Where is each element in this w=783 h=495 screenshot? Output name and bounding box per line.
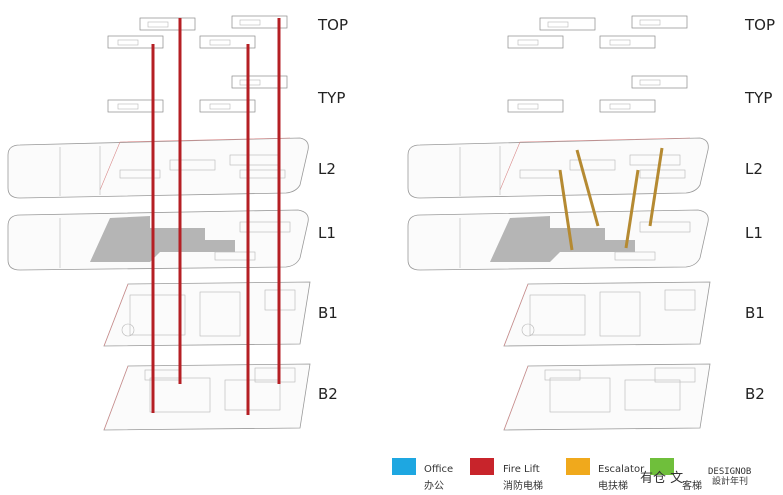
watermark: 有仓 文 DESIGNOB 設計年刊 (640, 464, 771, 487)
left-l1-plate (7, 209, 309, 271)
watermark-sub: 設計年刊 (712, 475, 748, 487)
floor-label-b1-right: B1 (745, 304, 765, 322)
legend-label-fire-lift-zh: 消防电梯 (503, 479, 543, 492)
floor-label-l2-right: L2 (745, 160, 763, 178)
floor-label-typ-left: TYP (317, 89, 345, 107)
legend-swatch-fire-lift (470, 458, 494, 475)
floor-label-b2-left: B2 (318, 385, 338, 403)
floor-label-l2-left: L2 (318, 160, 336, 178)
legend-item-escalator: Escalator 电扶梯 (566, 458, 645, 492)
left-typ-plates (107, 75, 288, 113)
escalator-3 (624, 169, 640, 249)
right-b1-plate (503, 281, 711, 347)
legend-item-office: Office 办公 (392, 458, 453, 492)
left-top-plates (107, 15, 288, 49)
legend-label-escalator-zh: 电扶梯 (598, 479, 628, 492)
right-diagram: TOP TYP L2 L1 B1 B2 (407, 15, 775, 431)
floor-label-l1-left: L1 (318, 224, 336, 242)
legend-label-fire-lift: Fire Lift (503, 464, 540, 475)
legend: Office 办公 Fire Lift 消防电梯 Escalator 电扶梯 客… (392, 458, 702, 492)
watermark-brand: DESIGNOB (708, 467, 751, 477)
watermark-text: 有仓 文 (640, 471, 683, 486)
left-b1-plate (103, 281, 311, 347)
left-l2-plate (7, 137, 309, 199)
right-floor-labels: TOP TYP L2 L1 B1 B2 (744, 16, 775, 403)
legend-label-office: Office (424, 464, 453, 475)
escalator-4 (648, 147, 664, 227)
legend-swatch-passenger-lift (650, 458, 674, 475)
right-l2-plate (407, 137, 709, 199)
escalator-2 (575, 149, 600, 227)
legend-label-escalator: Escalator (598, 464, 645, 475)
legend-item-fire-lift: Fire Lift 消防电梯 (470, 458, 543, 492)
left-floor-labels: TOP TYP L2 L1 B1 B2 (317, 16, 348, 403)
floor-label-l1-right: L1 (745, 224, 763, 242)
legend-item-passenger-lift: 客梯 (650, 458, 702, 492)
left-diagram: TOP TYP L2 L1 B1 B2 (7, 15, 348, 431)
floor-label-top-left: TOP (317, 16, 348, 34)
floor-label-top-right: TOP (744, 16, 775, 34)
right-top-plates (507, 15, 688, 49)
right-b2-plate (503, 363, 711, 431)
left-fire-lift-shafts (151, 18, 281, 415)
watermark-logo-box (705, 464, 771, 486)
right-escalators (558, 147, 664, 251)
right-l1-plate (407, 209, 709, 271)
legend-swatch-office (392, 458, 416, 475)
floor-label-typ-right: TYP (744, 89, 772, 107)
floor-label-b1-left: B1 (318, 304, 338, 322)
legend-swatch-escalator (566, 458, 590, 475)
right-typ-plates (507, 75, 688, 113)
floor-label-b2-right: B2 (745, 385, 765, 403)
escalator-1 (558, 169, 574, 251)
legend-label-passenger-lift-zh: 客梯 (682, 479, 702, 492)
legend-label-office-zh: 办公 (424, 479, 444, 492)
